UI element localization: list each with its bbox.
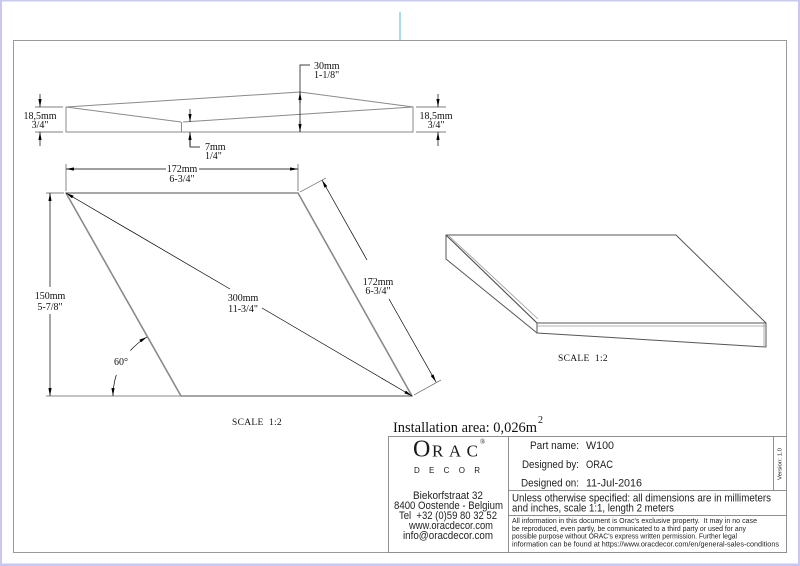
drawing-frame: [13, 40, 787, 553]
right-height-inch: 3/4": [428, 120, 445, 131]
profile-outline: [65, 91, 414, 133]
left-height-inch: 3/4": [32, 120, 49, 131]
peak-height-inch: 1-1/8": [314, 70, 339, 81]
plan-view-scale: SCALE 1:2: [232, 418, 282, 428]
height-mm: 150mm: [35, 291, 66, 302]
diagonal-mm: 300mm: [228, 293, 259, 304]
side-length-dim-upper: [321, 179, 368, 261]
isometric-view: SCALE 1:2: [445, 234, 767, 364]
side-length-ext-bottom: [413, 379, 442, 396]
legal-line-2: be reproduced, even partly, be communica…: [512, 526, 746, 533]
address-phone: Tel +32 (0)59 80 32 52: [399, 510, 497, 522]
title-block: O RAC ® DECOR Biekorfstraat 32 8400 Oost…: [388, 436, 787, 553]
dimension-note-line-2: and inches, scale 1:1, length 2 meters: [512, 503, 674, 515]
side-length-dim-lower: [388, 298, 437, 383]
address-street: Biekorfstraat 32: [413, 490, 483, 502]
diagonal-dim-lower: [261, 307, 413, 397]
designed-on-value: 11-Jul-2016: [586, 478, 642, 490]
plan-view: 172mm 6-3/4" 150mm 5-7/8" 300mm 11-3/4" …: [35, 164, 442, 428]
title-block-border: [388, 436, 787, 553]
height-inch: 5-7/8": [37, 302, 62, 313]
legal-line-4: information can be found at https://www.…: [512, 542, 780, 549]
version-label: Version: 1.0: [778, 448, 784, 480]
diagonal-dim-upper: [65, 192, 231, 290]
side-length-ext-top: [299, 177, 327, 193]
profile-groove-right: [182, 106, 414, 123]
iso-left-face: [445, 234, 538, 334]
dimension-note-line-1: Unless otherwise specified: all dimensio…: [512, 493, 771, 505]
part-name-value: W100: [586, 440, 614, 452]
installation-area-exponent: 2: [538, 415, 543, 426]
designed-on-label: Designed on:: [521, 478, 579, 490]
orac-decor-logo: O RAC ® DECOR: [413, 437, 486, 476]
designed-by-value: ORAC: [586, 459, 613, 471]
angle-arc-upper: [130, 336, 148, 351]
address-email: info@oracdecor.com: [403, 530, 493, 542]
page-border-right: [798, 0, 800, 566]
logo-registered-mark: ®: [480, 438, 486, 446]
installation-area-label: Installation area: 0,026m: [393, 420, 537, 436]
part-name-label: Part name:: [530, 440, 579, 452]
logo-subtitle: DECOR: [414, 466, 480, 475]
angle-label: 60°: [114, 357, 128, 368]
page-border-top: [0, 0, 800, 2]
side-length-inch: 6-3/4": [365, 286, 390, 297]
angle-arc-lower: [111, 374, 117, 397]
page-border-left: [0, 0, 2, 566]
address-city: 8400 Oostende - Belgium: [394, 500, 503, 512]
iso-bevel-left: [448, 235, 539, 320]
top-width-inch: 6-3/4": [169, 174, 194, 185]
iso-front-face: [536, 322, 767, 348]
designed-by-label: Designed by:: [522, 459, 579, 471]
left-height-mm: 18,5mm: [23, 111, 56, 122]
profile-groove-left: [65, 106, 182, 123]
side-length-mm: 172mm: [363, 277, 394, 288]
peak-height-mm: 30mm: [314, 61, 340, 72]
iso-top-face: [445, 234, 767, 324]
legal-line-1: All information in this document is Orac…: [512, 518, 757, 525]
logo-rest: RAC: [432, 442, 478, 461]
address-website: www.oracdecor.com: [408, 520, 493, 532]
right-height-mm: 18,5mm: [419, 111, 452, 122]
legal-line-3: possible purpose without ORAC's express …: [512, 534, 737, 541]
groove-depth-inch: 1/4": [205, 151, 222, 162]
iso-view-scale: SCALE 1:2: [558, 354, 608, 364]
groove-depth-leader: [189, 140, 200, 148]
logo-initial: O: [413, 437, 430, 463]
groove-depth-mm: 7mm: [205, 142, 226, 153]
diagonal-inch: 11-3/4": [228, 304, 258, 315]
peak-height-leader: [299, 64, 310, 132]
page-border-bottom: [0, 563, 800, 566]
profile-view: 18,5mm 3/4" 18,5mm 3/4" 30mm 1-1/8" 7mm …: [23, 61, 452, 162]
top-width-mm: 172mm: [167, 164, 198, 175]
